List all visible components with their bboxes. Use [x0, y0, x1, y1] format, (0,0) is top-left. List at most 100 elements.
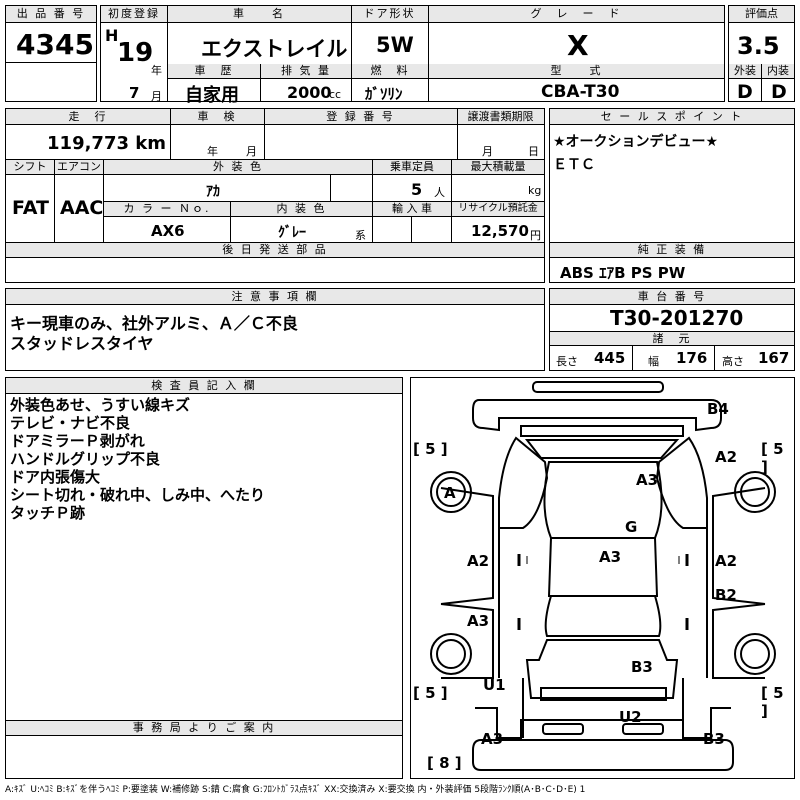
inspector-box: 検 査 員 記 入 欄 外装色あせ、うすい線キズテレビ・ナビ不良ドアミラーＰ剥が… — [5, 377, 403, 779]
recycle-label: リサイクル預託金 — [452, 202, 544, 217]
model: CBA-T30 — [541, 82, 620, 102]
width-label: 幅 — [648, 355, 659, 368]
fuel-label: 燃 料 — [352, 64, 428, 79]
load-label: 最大積載量 — [452, 160, 544, 175]
score-label: 評価点 — [729, 6, 794, 23]
history-label: 車 歴 — [168, 64, 260, 79]
car-outline — [430, 381, 776, 771]
sales-line-2: ＥＴＣ — [553, 157, 595, 173]
exterior-score: D — [737, 81, 753, 103]
notes-box: 注 意 事 項 欄 キー現車のみ、社外アルミ、Ａ／Ｃ不良 スタッドレスタイヤ — [5, 288, 545, 371]
displacement-unit: cc — [329, 88, 342, 101]
office-label: 事 務 局 よ り ご 案 内 — [6, 721, 402, 736]
month-unit: 月 — [151, 90, 162, 103]
score: 3.5 — [737, 32, 780, 60]
height-label: 高さ — [722, 355, 744, 368]
grade: X — [567, 29, 589, 62]
damage-mark: A3 — [636, 471, 659, 489]
sales-point-label: セ ー ル ス ポ イ ン ト — [550, 109, 794, 125]
damage-mark: B3 — [631, 658, 653, 676]
damage-mark: A3 — [467, 612, 490, 630]
damage-mark: A3 — [481, 730, 504, 748]
inspector-note-line: ドア内張傷大 — [10, 468, 101, 486]
ac: AAC — [60, 197, 104, 219]
interior-color-unit: 系 — [355, 229, 366, 242]
exterior-label: 外装 — [729, 64, 761, 79]
recycle: 12,570 — [471, 222, 529, 240]
width: 176 — [676, 349, 708, 367]
fuel: ｶﾞｿﾘﾝ — [365, 85, 403, 103]
tire-tread-mark: [ 5 ] — [761, 440, 784, 476]
tire-tread-mark: [ 5 ] — [413, 684, 448, 702]
history: 自家用 — [185, 85, 239, 106]
damage-mark: U2 — [619, 708, 642, 726]
main-header-box: 初度登録 車 名 ドア形状 グ レ ー ド H 19 年 エクストレイル 5W … — [100, 5, 725, 106]
lot-number-label: 出 品 番 号 — [6, 6, 96, 23]
transfer-month-unit: 月 — [482, 145, 493, 158]
notes-line-1: キー現車のみ、社外アルミ、Ａ／Ｃ不良 — [10, 314, 298, 333]
ac-label: エアコン — [55, 160, 103, 175]
later-parts-label: 後 日 発 送 部 品 — [6, 243, 544, 258]
damage-mark: U1 — [483, 676, 506, 694]
transfer-label: 譲渡書類期限 — [457, 109, 544, 125]
genuine-equipment: ABS ｴｱB PS PW — [560, 264, 686, 282]
reg-month: 7 — [129, 84, 140, 102]
transfer-day-unit: 日 — [528, 145, 539, 158]
shift-label: シフト — [6, 160, 54, 175]
interior-score: D — [771, 81, 787, 103]
import-label: 輸 入 車 — [373, 202, 451, 217]
capacity: 5 — [411, 180, 423, 199]
inspector-note-line: テレビ・ナビ不良 — [10, 414, 131, 432]
exterior-color: ｱｶ — [206, 184, 220, 200]
vehicle-info-box: 走 行 車 検 登 録 番 号 譲渡書類期限 119,773 km 年 月 月 … — [5, 108, 545, 283]
mileage: 119,773 km — [47, 133, 166, 154]
damage-mark: A — [444, 484, 456, 502]
sales-point-box: セ ー ル ス ポ イ ン ト ★オークションデビュー★ ＥＴＣ 純 正 装 備… — [549, 108, 795, 283]
interior-color-label: 内 装 色 — [231, 202, 372, 217]
sales-line-1: ★オークションデビュー★ — [553, 134, 719, 150]
reg-year: 19 — [117, 38, 154, 68]
color-no-label: カ ラ ー Ｎｏ. — [104, 202, 230, 217]
capacity-unit: 人 — [434, 186, 445, 199]
door-label: ドア形状 — [351, 6, 428, 23]
damage-mark: A3 — [599, 548, 622, 566]
grade-label: グ レ ー ド — [428, 6, 724, 23]
damage-mark: B4 — [707, 400, 729, 418]
load-unit: kg — [528, 184, 542, 197]
score-box: 評価点 3.5 外装 内装 D D — [728, 5, 795, 103]
length: 445 — [594, 349, 626, 367]
height: 167 — [758, 349, 790, 367]
inspector-note-line: タッチＰ跡 — [10, 504, 86, 522]
damage-mark: B3 — [703, 730, 725, 748]
capacity-label: 乗車定員 — [373, 160, 451, 175]
interior-label: 内装 — [762, 64, 794, 79]
inspector-note-line: 外装色あせ、うすい線キズ — [10, 396, 191, 414]
notes-line-2: スタッドレスタイヤ — [10, 334, 154, 353]
tire-tread-mark: [ 8 ] — [427, 754, 462, 772]
chassis-label: 車 台 番 号 — [550, 289, 794, 305]
mileage-label: 走 行 — [6, 109, 170, 125]
damage-mark: A2 — [467, 552, 490, 570]
model-label: 型 式 — [429, 64, 724, 79]
first-reg-label: 初度登録 — [101, 6, 167, 23]
spec-label: 諸 元 — [550, 332, 794, 346]
damage-mark: G — [625, 518, 638, 536]
shift: FAT — [12, 197, 49, 219]
door: 5W — [376, 33, 414, 57]
reg-no-label: 登 録 番 号 — [264, 109, 457, 125]
damage-mark: B2 — [715, 586, 737, 604]
inspector-label: 検 査 員 記 入 欄 — [6, 378, 402, 394]
notes-label: 注 意 事 項 欄 — [6, 289, 544, 305]
inspector-note-line: シート切れ・破れ中、しみ中、へたり — [10, 486, 266, 504]
chassis-box: 車 台 番 号 T30-201270 諸 元 長さ 445 幅 176 高さ 1… — [549, 288, 795, 371]
car-name: エクストレイル — [201, 37, 348, 61]
tire-tread-mark: [ 5 ] — [761, 684, 784, 720]
lot-number-box: 出 品 番 号 4345 — [5, 5, 97, 102]
inspection-year-unit: 年 — [207, 145, 218, 158]
inspector-note-line: ドアミラーＰ剥がれ — [10, 432, 145, 450]
recycle-unit: 円 — [530, 229, 541, 242]
interior-color: ｸﾞﾚｰ — [278, 225, 306, 241]
displacement-label: 排 気 量 — [261, 64, 351, 79]
damage-mark: A2 — [715, 552, 738, 570]
